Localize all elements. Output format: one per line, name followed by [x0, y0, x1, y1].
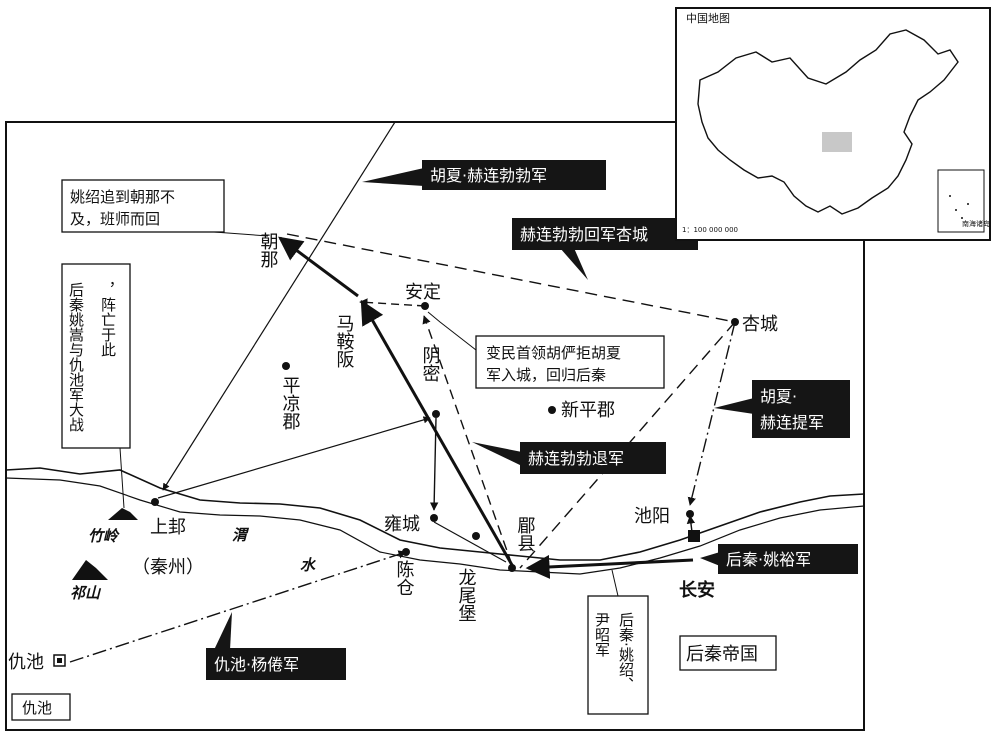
inset-china-map: 中国地图 南海诸岛 1：100 000 000 — [675, 7, 991, 241]
svg-text:后秦姚嵩与仇池军大战: 后秦姚嵩与仇池军大战 — [67, 282, 85, 433]
svg-text:胡夏·赫连勃勃军: 胡夏·赫连勃勃军 — [430, 166, 547, 185]
label-changan: 长安 — [679, 579, 715, 601]
wei-river-bank — [6, 477, 864, 575]
south-sea-island-dot — [961, 217, 963, 219]
svg-text:姚绍追到朝那不: 姚绍追到朝那不 — [70, 188, 175, 206]
south-sea-island-dot — [955, 209, 957, 211]
label-qishan: 祁山 — [70, 584, 102, 602]
label-shanggui: 上邽 — [150, 517, 186, 538]
note-yaoshao: 姚绍追到朝那不 及，班师而回 — [61, 179, 269, 237]
label-pingliang: 平凉郡 — [280, 376, 301, 430]
xinping-dot — [548, 406, 556, 414]
label-chiyang: 池阳 — [634, 506, 670, 527]
svg-text:后秦帝国: 后秦帝国 — [686, 644, 758, 665]
south-sea-inset — [937, 169, 985, 233]
route-meixian-anding — [422, 315, 513, 566]
label-qiuchi: 仇池 — [8, 652, 44, 673]
route-chaona-xingcheng — [286, 233, 736, 323]
note-hu-yi: 变民首领胡俨拒胡夏 军入城，回归后秦 — [427, 311, 665, 389]
xingcheng-dot — [731, 318, 739, 326]
note-yaosong: 后秦姚嵩与仇池军大战 ，阵亡于此 — [61, 263, 131, 509]
label-anding: 安定 — [405, 282, 441, 303]
route-qiuchi-chencang — [69, 550, 407, 663]
pingliang-dot — [282, 362, 290, 370]
army-houqin-yaoyu: 后秦·姚裕军 — [700, 544, 858, 574]
label-wei: 渭 — [232, 526, 250, 544]
svg-text:赫连提军: 赫连提军 — [760, 413, 824, 432]
south-sea-island-dot — [949, 195, 951, 197]
label-longweibao: 龙尾堡 — [456, 568, 477, 622]
army-huxia-bobo: 胡夏·赫连勃勃军 — [362, 160, 606, 190]
label-chencang: 陈仓 — [394, 560, 415, 596]
note-yaoshao-army: 后秦·姚绍、 尹昭军 — [587, 569, 649, 715]
label-meixian: 郿县 — [515, 516, 536, 552]
army-qiuchi-yang: 仇池·杨倦军 — [206, 612, 346, 680]
route-yongcheng-meixian — [433, 521, 507, 563]
svg-text:赫连勃勃回军杏城: 赫连勃勃回军杏城 — [520, 225, 648, 244]
label-qinzhou: （秦州） — [132, 557, 204, 578]
svg-text:及，班师而回: 及，班师而回 — [70, 210, 160, 228]
shanggui-dot — [151, 498, 159, 506]
svg-text:后秦·姚绍、: 后秦·姚绍、 — [617, 612, 635, 692]
yinmi-dot — [432, 410, 440, 418]
label-xinping: 新平郡 — [561, 400, 615, 421]
svg-text:赫连勃勃退军: 赫连勃勃退军 — [528, 449, 624, 468]
china-outline — [697, 29, 959, 215]
south-sea-label: 南海诸岛 — [962, 219, 990, 228]
label-yinmi: 阴密 — [420, 346, 441, 382]
route-changan-meixian — [525, 554, 694, 579]
anding-dot — [421, 302, 429, 310]
label-chaona: 朝那 — [258, 232, 279, 268]
longweibao-dot — [472, 532, 480, 540]
svg-text:仇池: 仇池 — [22, 699, 52, 717]
route-yinmi-yongcheng — [429, 417, 439, 511]
label-xingcheng: 杏城 — [742, 314, 778, 335]
army-bobo-return: 赫连勃勃回军杏城 — [512, 218, 698, 280]
svg-text:变民首领胡俨拒胡夏: 变民首领胡俨拒胡夏 — [486, 344, 621, 362]
svg-text:胡夏·: 胡夏· — [760, 387, 797, 406]
label-maanban: 马鞍阪 — [334, 314, 355, 368]
label-shui: 水 — [300, 556, 316, 574]
note-houqin-empire: 后秦帝国 — [679, 635, 777, 671]
svg-text:军入城，回归后秦: 军入城，回归后秦 — [486, 366, 606, 384]
meixian-dot — [508, 564, 516, 572]
route-yaoshao — [360, 299, 514, 566]
label-zhuling: 竹岭 — [88, 527, 120, 545]
route-heliantti — [687, 321, 736, 506]
boundary-line — [162, 122, 396, 491]
qishan-mountain-icon — [72, 560, 108, 580]
changan-capital-icon — [688, 530, 700, 542]
qiuchi-capital-icon-inner — [57, 658, 62, 663]
army-bobo-retreat: 赫连勃勃退军 — [472, 442, 666, 474]
svg-text:，阵亡于此: ，阵亡于此 — [99, 281, 117, 357]
route-shanggui-yinmi — [157, 416, 431, 499]
label-yongcheng: 雍城 — [384, 514, 420, 535]
note-qiuchi-box: 仇池 — [11, 693, 71, 721]
svg-text:后秦·姚裕军: 后秦·姚裕军 — [726, 550, 811, 569]
south-sea-island-dot — [967, 203, 969, 205]
inset-scale: 1：100 000 000 — [682, 226, 738, 234]
route-yaoshao-2 — [278, 236, 359, 298]
chencang-dot — [402, 548, 410, 556]
region-highlight — [822, 132, 852, 152]
wei-river — [6, 467, 864, 561]
svg-text:尹昭军: 尹昭军 — [593, 612, 611, 657]
yongcheng-dot — [430, 514, 438, 522]
zhuling-mountain-icon — [108, 508, 138, 520]
chiyang-dot — [686, 510, 694, 518]
svg-text:中国地图: 中国地图 — [686, 12, 730, 25]
army-huxia-ti: 胡夏· 赫连提军 — [714, 380, 850, 438]
svg-text:仇池·杨倦军: 仇池·杨倦军 — [214, 655, 299, 674]
